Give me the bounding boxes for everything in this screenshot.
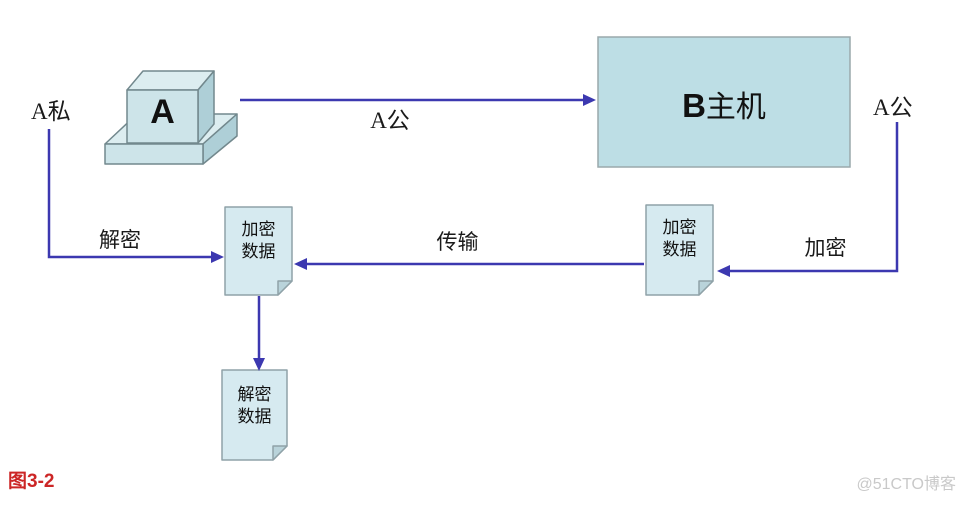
connectors — [47, 98, 899, 361]
doc-encrypted-left-label: 加密 数据 — [225, 219, 292, 263]
host-b-word: 主机 — [705, 91, 766, 124]
host-b-box — [597, 36, 851, 168]
doc-encrypted-left-icon — [224, 206, 293, 296]
doc-decrypted-label: 解密 数据 — [222, 384, 287, 428]
machine-a-label: A — [150, 93, 175, 131]
doc-encrypted-right-label: 加密 数据 — [646, 217, 713, 261]
arrow-encrypt — [725, 122, 899, 273]
doc-left-line1: 加密 — [241, 220, 276, 239]
host-b-label: B主机 — [598, 82, 850, 126]
machine-a-icon — [104, 70, 238, 165]
host-b-letter: B — [682, 87, 706, 124]
arrowheads — [211, 94, 730, 371]
arrow-decrypt — [47, 129, 216, 259]
doc-bottom-line1: 解密 — [237, 385, 272, 404]
doc-right-line2: 数据 — [662, 240, 697, 259]
doc-decrypted-icon — [221, 369, 288, 461]
doc-right-line1: 加密 — [662, 218, 697, 237]
label-decrypt: 解密 — [99, 228, 141, 252]
label-a-public-key-arrow: A公 — [370, 108, 410, 133]
figure-caption: 图3-2 — [8, 471, 55, 492]
doc-bottom-line2: 数据 — [237, 407, 272, 426]
label-a-public-key-right: A公 — [873, 95, 913, 120]
label-a-private-key: A私 — [31, 99, 71, 124]
label-encrypt: 加密 — [804, 236, 847, 260]
watermark: @51CTO博客 — [856, 476, 956, 493]
doc-encrypted-right-icon — [645, 204, 714, 296]
label-transfer: 传输 — [436, 230, 479, 254]
doc-left-line2: 数据 — [241, 242, 276, 261]
